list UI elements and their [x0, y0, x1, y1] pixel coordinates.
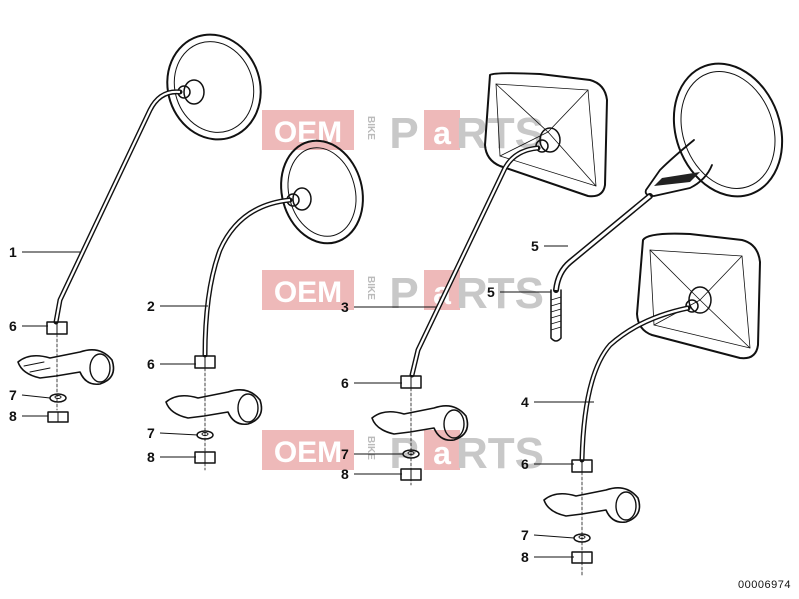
callout-8-assembly-4: 8: [521, 549, 529, 565]
callout-labels: 1 6 7 8 2 6 7 8 3 6 7 8 5 5 4 6 7 8: [9, 238, 539, 565]
callout-3: 3: [341, 299, 349, 315]
watermark-rts-text: RTS: [456, 269, 544, 318]
mirror-assembly-2: [165, 139, 364, 471]
watermark-p-text: P: [389, 109, 418, 158]
mirror-assembly-5: [550, 62, 784, 342]
watermark-rts-text: RTS: [456, 429, 544, 478]
mirror-assembly-4: [543, 232, 761, 576]
watermark-a-text: a: [433, 275, 451, 311]
watermark-bike-text: BIKE: [365, 276, 376, 300]
callout-7-assembly-2: 7: [147, 425, 155, 441]
callout-6-assembly-2: 6: [147, 356, 155, 372]
watermark-a-text: a: [433, 115, 451, 151]
watermark-oem-text: OEM: [274, 436, 342, 469]
diagram-reference-number: 00006974: [738, 579, 791, 591]
callout-leaders: [21, 245, 594, 558]
watermark-bike-text: BIKE: [365, 436, 376, 460]
watermark-middle: OEM BIKE P a RTS: [262, 269, 544, 318]
watermark-oem-text: OEM: [274, 276, 342, 309]
watermark-top: OEM BIKE P a RTS: [262, 109, 544, 158]
watermark-bike-text: BIKE: [365, 116, 376, 140]
callout-6-assembly-4: 6: [521, 456, 529, 472]
callout-7-assembly-4: 7: [521, 527, 529, 543]
watermark-a-text: a: [433, 435, 451, 471]
mirror-assembly-3: [371, 72, 608, 486]
callout-6-assembly-3: 6: [341, 375, 349, 391]
callout-5-lower: 5: [487, 284, 495, 300]
callout-8-assembly-2: 8: [147, 449, 155, 465]
callout-7-assembly-1: 7: [9, 387, 17, 403]
callout-7-assembly-3: 7: [341, 446, 349, 462]
callout-2: 2: [147, 298, 155, 314]
callout-4: 4: [521, 394, 529, 410]
callout-8-assembly-1: 8: [9, 408, 17, 424]
callout-8-assembly-3: 8: [341, 466, 349, 482]
callout-1: 1: [9, 244, 17, 260]
watermark-p-text: P: [389, 269, 418, 318]
mirror-assembly-1: [17, 33, 262, 423]
watermark-bottom: OEM BIKE P a RTS: [262, 429, 544, 478]
callout-6-assembly-1: 6: [9, 318, 17, 334]
callout-5-upper: 5: [531, 238, 539, 254]
